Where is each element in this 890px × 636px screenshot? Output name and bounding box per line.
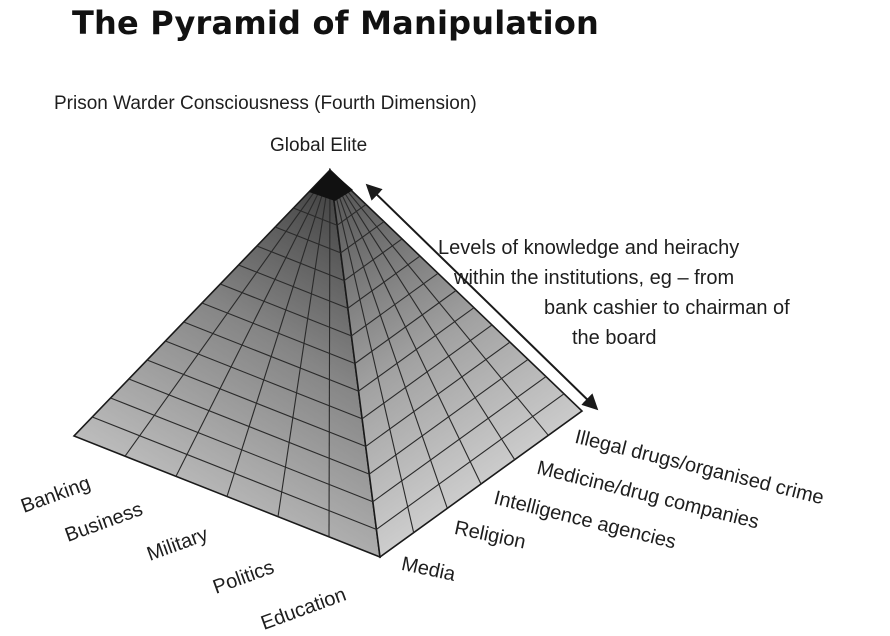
side-note-line: the board (572, 327, 657, 349)
apex-label: Global Elite (270, 135, 368, 156)
page-title: The Pyramid of Manipulation (72, 4, 600, 42)
pyramid-graphic (72, 167, 599, 559)
side-note-line: within the institutions, eg – from (454, 267, 735, 289)
grid-line (277, 169, 331, 517)
grid-line (328, 169, 331, 537)
hierarchy-arrow (365, 183, 599, 411)
top-caption: Prison Warder Consciousness (Fourth Dime… (54, 93, 477, 114)
grid-line (226, 169, 331, 497)
side-note-line: bank cashier to chairman of (544, 297, 790, 319)
grid-line (175, 169, 331, 477)
pyramid-left-face (72, 168, 381, 559)
grid-line (124, 169, 331, 457)
pyramid-apex-cap (309, 170, 353, 201)
side-note: Levels of knowledge and heirachy within … (438, 233, 858, 353)
side-note-line: Levels of knowledge and heirachy (438, 237, 740, 259)
pyramid-diagram: The Pyramid of Manipulation Prison Warde… (18, 4, 858, 635)
